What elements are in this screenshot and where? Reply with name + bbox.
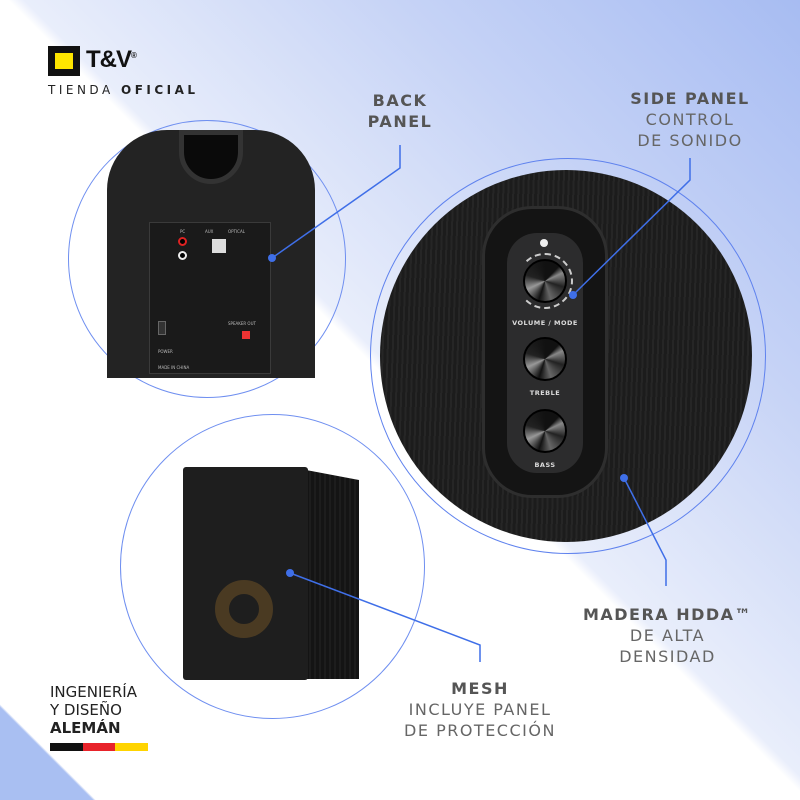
flag-red	[82, 743, 116, 751]
rca-right-jack	[178, 237, 187, 246]
treble-knob[interactable]	[523, 337, 567, 381]
back-panel-ring	[68, 120, 346, 398]
side-panel-callout: SIDE PANEL CONTROL DE SONIDO	[610, 88, 770, 151]
madera-title: MADERA HDDA™	[582, 605, 753, 624]
flag-black	[50, 743, 83, 751]
speaker-terminal	[242, 331, 250, 339]
control-bezel: VOLUME / MODE TREBLE BASS	[482, 206, 608, 498]
origin-line3: ALEMÁN	[50, 719, 121, 737]
madera-line	[623, 477, 667, 586]
switch-panel	[212, 239, 226, 253]
rca-left-jack	[178, 251, 187, 260]
back-panel-line	[271, 145, 401, 259]
origin-line2: Y DISEÑO	[50, 701, 122, 719]
back-panel-photo: PC AUX OPTICAL POWER SPEAKER OUT MADE IN…	[107, 130, 315, 378]
side-panel-ring	[370, 158, 766, 554]
mesh-callout: MESH INCLUYE PANEL DE PROTECCIÓN	[390, 678, 570, 741]
registered-mark: ®	[131, 51, 137, 60]
woofer	[215, 580, 273, 638]
pc-label: PC	[180, 229, 186, 234]
made-in-label: MADE IN CHINA	[158, 365, 190, 370]
flag-gold	[115, 743, 149, 751]
power-switch	[158, 321, 166, 335]
tagline-bold: OFICIAL	[121, 83, 199, 97]
treble-label: TREBLE	[529, 389, 561, 397]
volume-knob[interactable]	[523, 259, 567, 303]
back-panel-line2: PANEL	[367, 112, 433, 131]
speaker-side-wood	[306, 470, 359, 679]
brand-name-text: T&V	[86, 46, 132, 73]
speaker-out-label: SPEAKER OUT	[228, 321, 256, 326]
mesh-title: MESH	[451, 679, 509, 698]
mesh-line	[289, 572, 481, 662]
speaker-front-mesh	[183, 467, 308, 680]
back-panel-callout: BACK PANEL	[340, 90, 460, 132]
madera-callout: MADERA HDDA™ DE ALTA DENSIDAD	[570, 604, 765, 667]
madera-pin	[620, 474, 628, 482]
back-panel-pin	[268, 254, 276, 262]
volume-scale	[517, 253, 573, 309]
control-panel: VOLUME / MODE TREBLE BASS	[507, 233, 583, 473]
aux-label: AUX	[205, 229, 214, 234]
led-indicator	[540, 239, 548, 247]
side-panel-line	[572, 158, 691, 296]
tagline-light: TIENDA	[48, 83, 114, 97]
connector-plate: PC AUX OPTICAL POWER SPEAKER OUT MADE IN…	[149, 222, 271, 374]
speaker-ring	[120, 414, 425, 719]
brand-tagline: TIENDA OFICIAL	[48, 83, 199, 97]
brand-name: T&V®	[86, 46, 137, 74]
optical-label: OPTICAL	[228, 229, 245, 234]
mesh-pin	[286, 569, 294, 577]
mesh-line1: INCLUYE PANEL	[408, 700, 552, 719]
back-panel-line1: BACK	[372, 91, 428, 110]
bass-port	[179, 130, 243, 184]
side-panel-pin	[569, 291, 577, 299]
side-panel-line1: CONTROL	[645, 110, 735, 129]
bass-knob[interactable]	[523, 409, 567, 453]
bass-label: BASS	[534, 461, 556, 469]
side-panel-photo: VOLUME / MODE TREBLE BASS	[380, 170, 752, 542]
german-flag	[50, 743, 149, 751]
madera-line2: DENSIDAD	[619, 647, 716, 666]
power-label: POWER	[158, 349, 173, 354]
madera-line1: DE ALTA	[629, 626, 706, 645]
mesh-line2: DE PROTECCIÓN	[404, 721, 556, 740]
origin-line1: INGENIERÍA	[50, 683, 137, 701]
brand-logo-mark	[48, 46, 80, 76]
volume-mode-label: VOLUME / MODE	[512, 319, 578, 327]
side-panel-title: SIDE PANEL	[630, 89, 750, 108]
side-panel-line2: DE SONIDO	[637, 131, 743, 150]
